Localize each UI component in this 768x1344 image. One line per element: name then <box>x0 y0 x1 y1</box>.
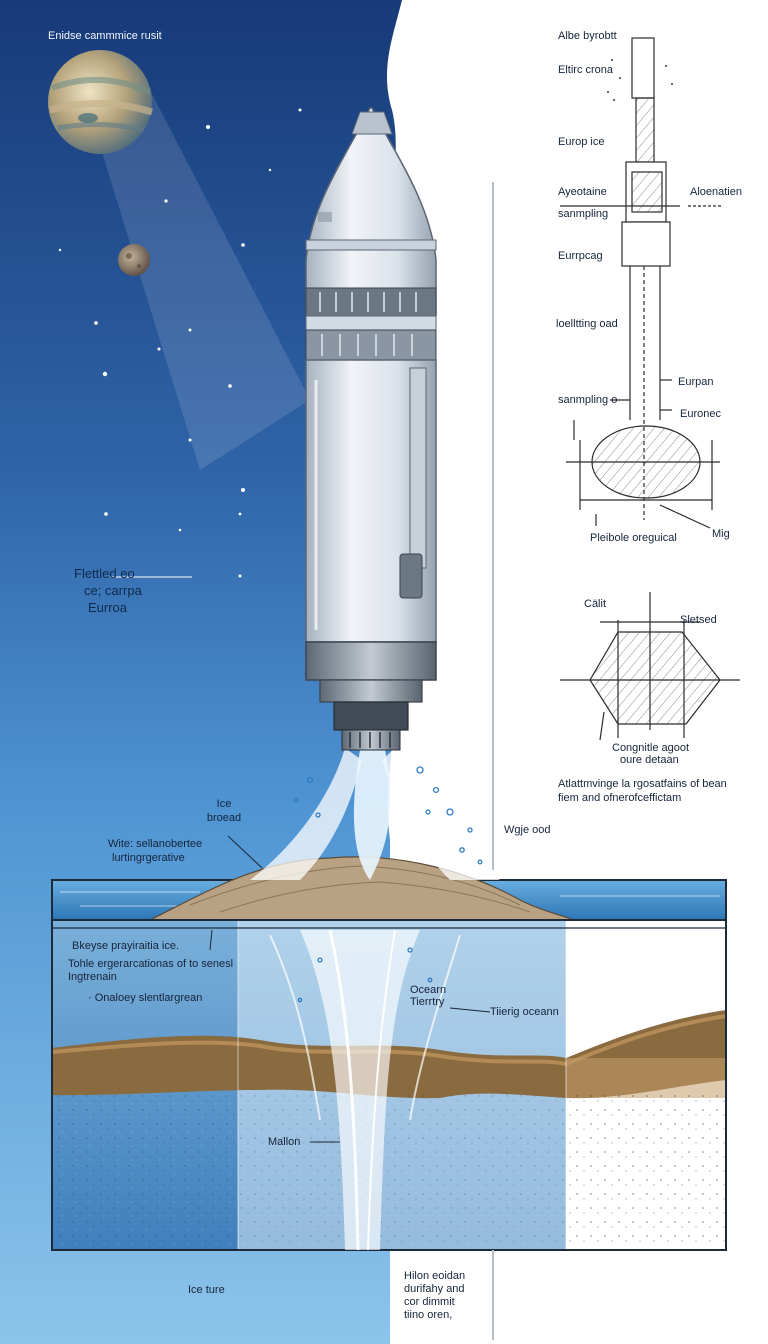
bottom-note-2: durifahy and <box>404 1283 465 1295</box>
sample-caption-2: fiem and ofnerofceffictam <box>558 792 682 804</box>
stars <box>58 108 302 578</box>
ice-ture-label: Ice ture <box>188 1284 225 1296</box>
bottom-note-4: tiino oren, <box>404 1309 453 1321</box>
bottom-note-1: Hilon eoidan <box>404 1270 466 1282</box>
water-label-2: lurtingrgerative <box>112 852 185 864</box>
left-caption-line2: ce; carrpa <box>84 583 142 598</box>
drill-schematic <box>560 37 722 529</box>
wje-ood-label: Wgje ood <box>504 824 551 836</box>
sample-caption-1: Atlattmvinge la rgosatfains of bean <box>558 778 727 790</box>
ice-broad-label-2: broead <box>206 812 242 824</box>
subsurface-label-2b: Ingtrenain <box>68 971 117 983</box>
ice-mound <box>149 856 576 921</box>
drill-label-3: Europ ice <box>558 136 605 148</box>
ocean-label-2: Tierrtry <box>410 996 445 1008</box>
subsurface-label-2a: Tohle ergerarcationas of to senesl <box>68 958 234 970</box>
sample-schematic <box>560 592 740 741</box>
subsurface-label-1: Bkeyse prayiraitia ice. <box>72 940 179 952</box>
sample-label-3b: oure detaan <box>620 754 679 766</box>
tiring-ocean-label: Tiierig oceann <box>490 1006 559 1018</box>
drill-label-12: Mig <box>712 528 730 540</box>
water-label-1: Wite: sellanobertee <box>108 838 203 850</box>
left-caption-line3: Eurroa <box>88 600 128 615</box>
drill-label-9: Eurpan <box>678 376 714 388</box>
leader-lines-left <box>209 835 491 1143</box>
ice-broad-label-1: Ice <box>216 798 232 810</box>
droplets <box>293 766 483 1003</box>
drill-label-7: loelltting oad <box>556 318 618 330</box>
ocean-label-1: Ocearn <box>410 984 447 996</box>
space-caption: Enidse cammmice rusit <box>48 30 162 42</box>
subsurface-label-3: · Onaloey slentlargrean <box>88 992 203 1004</box>
left-caption-line1: Flettled eo <box>74 566 135 581</box>
bottom-note-3: cor dimmit <box>404 1296 455 1308</box>
water-plume <box>250 748 500 1251</box>
drill-label-6: Eurrpcag <box>558 250 603 262</box>
drill-label-5: Aloenatien <box>690 186 742 198</box>
drill-label-11: Pleibole oreguical <box>590 532 677 544</box>
light-beam <box>92 90 310 470</box>
drill-label-1: Albe byrobtt <box>558 30 617 42</box>
drill-label-4a: Ayeotaine <box>558 186 607 198</box>
drill-label-8: sanmpling o <box>558 394 618 406</box>
jupiter-planet-icon <box>48 50 154 154</box>
moon-planet-icon <box>118 244 150 276</box>
mallon-label: Mallon <box>268 1136 301 1148</box>
drill-label-2: Eltirc crona <box>558 64 614 76</box>
drill-speckle <box>607 59 673 101</box>
sample-label-3a: Congnitle agoot <box>612 742 690 754</box>
probe-icon <box>305 107 437 751</box>
drill-label-4b: sanmpling <box>558 208 609 220</box>
sample-label-1: Cälit <box>584 598 607 610</box>
sample-label-2: Sletsed <box>680 614 717 626</box>
drill-label-10: Euronec <box>680 408 721 420</box>
